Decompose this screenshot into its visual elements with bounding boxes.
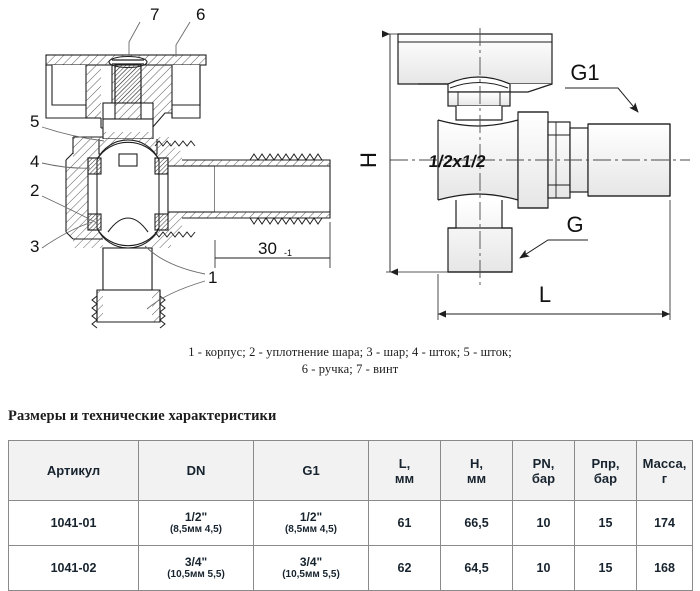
cell-dn-sub: (8,5мм 4,5) [169, 523, 223, 535]
col-header-g1-line1: G1 [302, 463, 320, 478]
col-header-pn-line1: PN, [532, 455, 555, 471]
callout-1: 1 [208, 268, 217, 287]
callout-4: 4 [30, 152, 39, 171]
cell-g1-sub: (10,5мм 5,5) [282, 568, 340, 580]
cell-g1-sub: (8,5мм 4,5) [284, 523, 338, 535]
cell-pn: 10 [512, 500, 575, 546]
cell-pn: 10 [512, 545, 575, 591]
col-header-pn: PN, бар [512, 440, 575, 501]
cell-dn-main: 1/2" [184, 509, 208, 524]
cell-mass: 174 [636, 500, 693, 546]
external-view-drawing: 1/2x1/2 H L G1 G [360, 28, 690, 320]
cell-l: 61 [368, 500, 441, 546]
col-header-ppr-line2: бар [593, 470, 618, 486]
specs-section-heading: Размеры и технические характеристики [8, 408, 277, 424]
col-header-mass: Масса, г [636, 440, 693, 501]
cell-g1-main: 1/2" [299, 509, 323, 524]
col-header-ppr: Pпр, бар [574, 440, 637, 501]
cell-g1: 3/4" (10,5мм 5,5) [253, 545, 369, 591]
cell-article: 1041-02 [8, 545, 139, 591]
cross-section-drawing: 7 6 5 4 2 3 1 30 -1 [30, 5, 331, 329]
specifications-table: Артикул DN G1 L, мм H, мм PN, [8, 440, 693, 591]
cell-article: 1041-01 [8, 500, 139, 546]
col-header-ppr-line1: Pпр, [591, 455, 620, 471]
col-header-article: Артикул [8, 440, 139, 501]
caption-line-2: 6 - ручка; 7 - винт [301, 362, 399, 376]
col-header-mass-line1: Масса, [642, 455, 687, 471]
callout-3: 3 [30, 237, 39, 256]
col-header-h-line1: H, [470, 455, 483, 471]
col-header-mass-line2: г [661, 470, 668, 486]
table-row: 1041-02 3/4" (10,5мм 5,5) 3/4" (10,5мм 5… [8, 545, 693, 591]
dimension-30-value: 30 [258, 239, 277, 258]
col-header-dn: DN [138, 440, 254, 501]
cell-h: 64,5 [440, 545, 513, 591]
specs-table-container: Артикул DN G1 L, мм H, мм PN, [8, 440, 693, 591]
dimension-label-H: H [360, 152, 381, 168]
cell-l: 62 [368, 545, 441, 591]
callout-5: 5 [30, 112, 39, 131]
dimension-label-G: G [566, 212, 583, 237]
drawings-area: 7 6 5 4 2 3 1 30 -1 [30, 5, 690, 329]
cell-ppr: 15 [574, 500, 637, 546]
col-header-dn-line1: DN [186, 463, 206, 478]
dimension-30-tolerance: -1 [284, 248, 292, 258]
callout-6: 6 [196, 5, 205, 24]
body-marking-label: 1/2x1/2 [428, 152, 487, 171]
cell-dn: 1/2" (8,5мм 4,5) [138, 500, 254, 546]
col-header-l: L, мм [368, 440, 441, 501]
col-header-g1: G1 [253, 440, 369, 501]
cell-h: 66,5 [440, 500, 513, 546]
cell-g1-main: 3/4" [299, 554, 323, 569]
cell-dn-main: 3/4" [184, 554, 208, 569]
col-header-l-line1: L, [398, 455, 411, 471]
cell-ppr: 15 [574, 545, 637, 591]
callout-2: 2 [30, 181, 39, 200]
cell-dn-sub: (10,5мм 5,5) [167, 568, 225, 580]
figure-caption: 1 - корпус; 2 - уплотнение шара; 3 - шар… [0, 344, 700, 378]
col-header-h: H, мм [440, 440, 513, 501]
col-header-h-line2: мм [466, 470, 487, 486]
callout-7: 7 [150, 5, 159, 24]
dimension-label-G1: G1 [570, 60, 599, 85]
cell-dn: 3/4" (10,5мм 5,5) [138, 545, 254, 591]
cell-g1: 1/2" (8,5мм 4,5) [253, 500, 369, 546]
table-header-row: Артикул DN G1 L, мм H, мм PN, [8, 440, 693, 501]
caption-line-1: 1 - корпус; 2 - уплотнение шара; 3 - шар… [188, 345, 512, 359]
col-header-article-line1: Артикул [46, 463, 101, 478]
col-header-pn-line2: бар [531, 470, 556, 486]
col-header-l-line2: мм [394, 470, 415, 486]
table-row: 1041-01 1/2" (8,5мм 4,5) 1/2" (8,5мм 4,5… [8, 500, 693, 546]
cell-mass: 168 [636, 545, 693, 591]
dimension-label-L: L [539, 282, 551, 307]
